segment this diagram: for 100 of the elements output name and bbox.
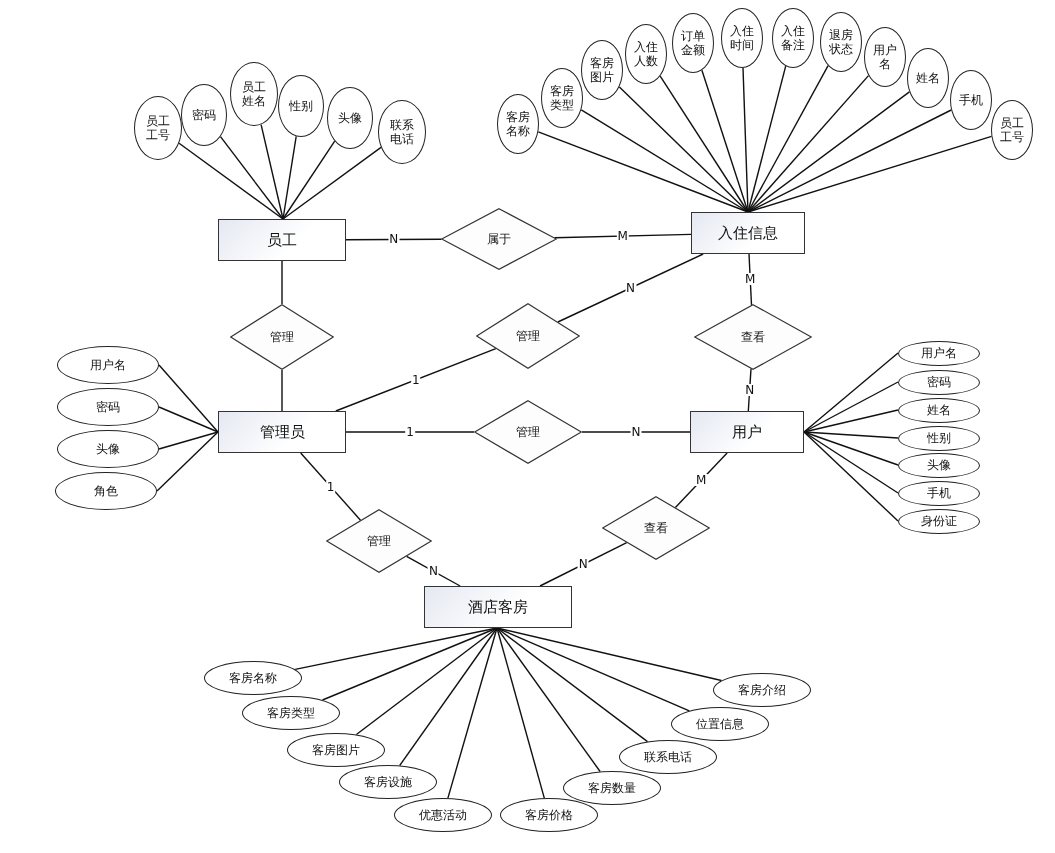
attribute-ellipse <box>581 40 623 100</box>
attribute-ellipse <box>907 48 949 108</box>
entity-box <box>691 212 805 254</box>
attribute-name: 客房图片 <box>589 55 615 85</box>
connector-line <box>803 431 899 466</box>
connector-line <box>803 381 899 433</box>
relationship-name: 管理 <box>270 329 294 345</box>
attribute-name: 客房图片 <box>312 742 360 758</box>
attribute-name: 角色 <box>94 483 118 499</box>
cardinality-label: M <box>616 230 629 242</box>
attribute-name: 入住人数 <box>633 39 659 69</box>
attribute-ellipse <box>672 13 714 73</box>
attribute-name: 员工姓名 <box>241 79 267 109</box>
connector-line <box>618 86 749 213</box>
attribute-name: 退房状态 <box>828 27 854 57</box>
connector-line <box>281 260 283 305</box>
connector-line <box>539 541 628 587</box>
cardinality-label: N <box>625 282 636 294</box>
relationship-diamond <box>441 208 557 270</box>
connector-line <box>553 233 692 239</box>
connector-line <box>345 431 475 433</box>
attribute-name: 密码 <box>191 107 217 123</box>
attribute-ellipse <box>721 8 763 68</box>
attribute-name: 联系电话 <box>389 117 415 147</box>
connector-line <box>282 135 297 220</box>
relationship-name: 管理 <box>516 328 540 344</box>
connector-line <box>335 347 497 412</box>
attribute-ellipse <box>541 68 583 128</box>
cardinality-label: N <box>388 233 400 246</box>
connector-line <box>803 352 899 433</box>
connector-line <box>260 123 284 220</box>
cardinality-label: N <box>630 426 642 438</box>
attribute-name: 用户名 <box>90 357 126 373</box>
entity-name: 酒店客房 <box>468 598 528 616</box>
relationship-diamond <box>326 509 432 573</box>
attribute-ellipse <box>991 100 1033 160</box>
attribute-ellipse <box>820 12 862 72</box>
connector-line <box>219 136 284 220</box>
attribute-name: 客房设施 <box>364 774 412 790</box>
connector-line <box>701 69 749 213</box>
attribute-ellipse <box>378 100 426 164</box>
attribute-name: 位置信息 <box>696 716 744 732</box>
attribute-name: 姓名 <box>927 402 951 418</box>
entity-name: 员工 <box>267 231 297 249</box>
relationship-name: 查看 <box>741 329 765 345</box>
connector-line <box>158 364 219 433</box>
attribute-ellipse <box>500 798 598 832</box>
relationship-name: 查看 <box>644 520 668 536</box>
attribute-name: 客房名称 <box>505 109 531 139</box>
relationship-diamond <box>474 400 582 464</box>
connector-line <box>496 627 545 799</box>
attribute-name: 客房名称 <box>229 670 277 686</box>
cardinality-label: M <box>695 474 708 487</box>
attribute-name: 联系电话 <box>644 749 692 765</box>
relationship-diamond <box>230 304 334 370</box>
connector-line <box>659 75 749 213</box>
cardinality-label: N <box>427 565 439 578</box>
connector-line <box>281 369 283 412</box>
entity-name: 管理员 <box>259 423 305 441</box>
attribute-name: 入住时间 <box>729 23 755 53</box>
entity-box <box>690 411 804 453</box>
cardinality-label: 1 <box>411 373 421 386</box>
connector-line <box>803 431 899 522</box>
attribute-name: 客房数量 <box>588 780 636 796</box>
attribute-ellipse <box>181 84 227 146</box>
entity-name: 用户 <box>732 423 762 441</box>
entity-box <box>424 586 572 628</box>
connector-line <box>496 627 690 712</box>
attribute-name: 客房类型 <box>267 705 315 721</box>
entity-box <box>218 411 346 453</box>
attribute-name: 头像 <box>927 457 951 473</box>
connector-line <box>158 406 219 433</box>
relationship-diamond <box>476 303 580 369</box>
attribute-name: 客房介绍 <box>738 682 786 698</box>
connector-line <box>321 627 498 701</box>
connector-line <box>447 627 498 799</box>
attribute-ellipse <box>497 94 539 154</box>
connector-line <box>742 67 749 213</box>
connector-line <box>282 146 382 220</box>
attribute-ellipse <box>864 27 906 87</box>
attribute-name: 客房类型 <box>549 83 575 113</box>
connector-line <box>581 431 691 433</box>
connector-line <box>557 253 704 323</box>
relationship-diamond <box>602 496 710 560</box>
attribute-ellipse <box>134 96 182 160</box>
relationship-name: 管理 <box>516 424 540 440</box>
connector-line <box>747 109 952 213</box>
relationship-name: 管理 <box>367 533 391 549</box>
attribute-name: 密码 <box>927 374 951 390</box>
attribute-ellipse <box>625 24 667 84</box>
cardinality-label: 1 <box>405 426 415 438</box>
connector-line <box>158 431 219 450</box>
attribute-name: 姓名 <box>915 70 941 86</box>
attribute-ellipse <box>713 673 811 707</box>
attribute-name: 优惠活动 <box>419 807 467 823</box>
attribute-ellipse <box>230 62 278 126</box>
connector-line <box>345 238 443 241</box>
attribute-name: 员工工号 <box>999 115 1025 145</box>
attribute-ellipse <box>772 8 814 68</box>
attribute-name: 员工工号 <box>145 113 171 143</box>
